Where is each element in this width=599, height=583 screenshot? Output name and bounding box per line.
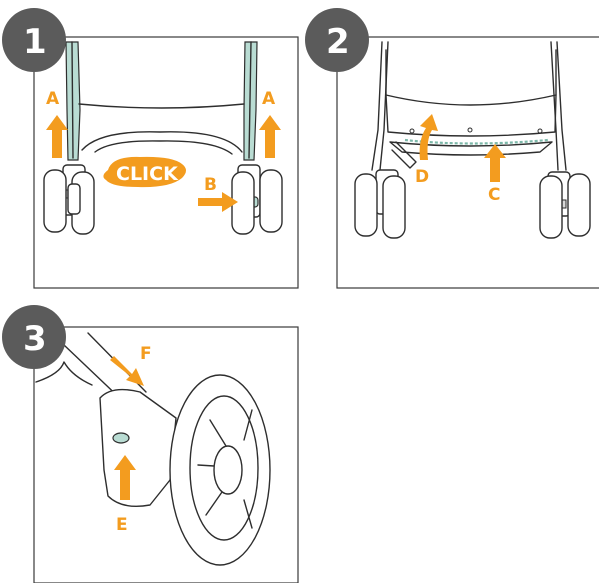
p3-spoke-2 [197, 464, 215, 467]
label-a-right: A [262, 89, 276, 109]
p2-left-wheel-front [382, 175, 406, 239]
p3-caster-body [99, 388, 177, 508]
rivet-1 [409, 128, 415, 134]
right-upright [556, 41, 567, 171]
label-f: F [140, 344, 152, 364]
arrow-b-icon [198, 192, 238, 212]
label-b: B [204, 175, 217, 195]
left-upright [371, 41, 383, 171]
label-a-left: A [46, 89, 60, 109]
p2-left-wheel-rear [354, 173, 378, 237]
label-c: C [488, 185, 500, 205]
step-2-number: 2 [326, 22, 350, 62]
step-1-badge: 1 [2, 8, 66, 72]
arrow-a-right-icon [259, 115, 281, 158]
step-3-panel: F E [33, 326, 299, 583]
label-d: D [415, 167, 429, 187]
basket-frame [389, 141, 553, 156]
step-2-panel: D C [336, 36, 599, 289]
p3-spoke-1 [209, 419, 227, 447]
rivet-2 [467, 127, 473, 133]
p2-right-wheel-front [567, 173, 591, 237]
seat-fabric [385, 49, 557, 106]
right-tube-inner [248, 41, 252, 159]
p3-wheel-hub [213, 445, 243, 495]
basket-bar [81, 131, 243, 153]
label-e: E [116, 515, 128, 535]
arrow-a-left-icon [46, 115, 68, 158]
rivet-3 [537, 128, 543, 134]
left-hinge [391, 141, 417, 169]
arrow-d-icon [419, 114, 438, 160]
basket-bar-lower [94, 140, 233, 155]
step-3-badge: 3 [2, 305, 66, 369]
p3-release-button [112, 432, 130, 444]
basket-release-strip [404, 138, 549, 145]
left-wheel-rear [43, 169, 67, 233]
seat-lower [385, 94, 557, 137]
step-2-badge: 2 [305, 8, 369, 72]
left-tube-inner [71, 41, 74, 159]
p2-right-wheel-rear [539, 175, 563, 239]
right-wheel-front [259, 169, 283, 233]
step-1-panel: A A B CLICK [33, 36, 299, 289]
click-bubble-icon [103, 156, 186, 188]
right-upright-inner [550, 41, 559, 171]
step-1-number: 1 [23, 22, 47, 62]
arrow-e-icon [114, 455, 136, 500]
step-2-frame [336, 36, 599, 289]
click-label: CLICK [116, 163, 179, 185]
upper-crossbar [78, 103, 245, 109]
arrow-f-icon [110, 356, 144, 386]
p3-side-tube [35, 361, 93, 386]
left-wheel-hub [67, 183, 81, 215]
p3-spoke-4 [243, 499, 253, 529]
step-3-number: 3 [23, 319, 47, 359]
arrow-c-icon [484, 144, 506, 182]
p3-spoke-3 [205, 491, 223, 516]
p3-spoke-5 [243, 409, 253, 441]
